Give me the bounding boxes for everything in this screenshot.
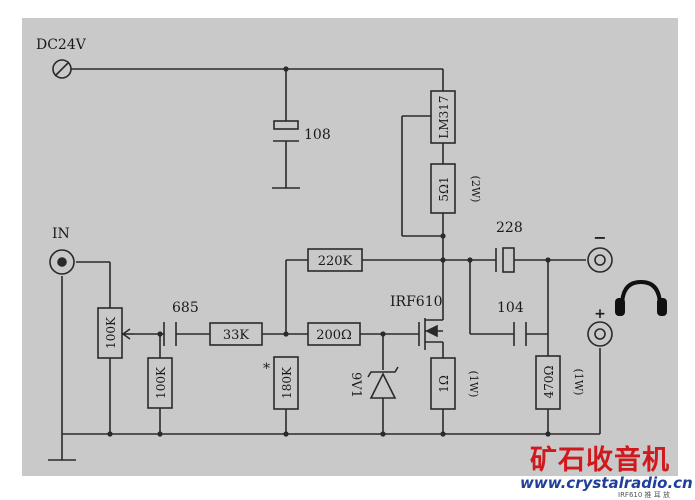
cap-104-label: 104 — [497, 300, 524, 316]
minus-label: − — [593, 228, 606, 247]
headphones-icon — [615, 279, 667, 316]
r-220k-label: 220K — [318, 254, 353, 269]
dc24v-terminal — [52, 59, 72, 79]
capacitor-104 — [513, 322, 527, 346]
resistor-100k: 100K — [147, 357, 173, 409]
resistor-5r1: 5Ω1 — [430, 163, 456, 214]
watermark-url: www.crystalradio.cn — [520, 474, 693, 492]
irf610-mosfet — [418, 318, 443, 350]
input-jack — [49, 249, 75, 275]
lm317-regulator: LM317 — [430, 90, 456, 144]
resistor-220k: 220K — [307, 248, 363, 272]
r-33k-label: 33K — [223, 328, 250, 343]
r-1r-power: (1W) — [467, 371, 480, 398]
paper-background — [22, 18, 678, 476]
output-minus-jack — [587, 247, 613, 273]
resistor-470: 470Ω — [535, 355, 561, 410]
watermark-caption: IRF610 推 耳 放 — [618, 491, 670, 499]
r-470-power: (1W) — [572, 369, 585, 396]
r-180k-label: 180K — [280, 366, 294, 399]
potentiometer-100k: 100K — [97, 307, 134, 359]
r-180k-mark: * — [263, 361, 270, 377]
r-5r1-label: 5Ω1 — [437, 176, 451, 201]
capacitor-685 — [163, 322, 177, 346]
resistor-33k: 33K — [209, 322, 263, 346]
output-plus-jack — [587, 321, 613, 347]
resistor-200: 200Ω — [307, 322, 361, 346]
mosfet-label: IRF610 — [390, 294, 443, 310]
r-470-label: 470Ω — [542, 366, 556, 399]
r-1r-label: 1Ω — [437, 375, 451, 393]
r-5r1-power: (2W) — [469, 176, 482, 203]
plus-label: + — [594, 306, 606, 322]
r-200-label: 200Ω — [316, 328, 352, 343]
pot-100k-label: 100K — [104, 316, 118, 349]
cap-685-label: 685 — [172, 300, 199, 316]
capacitor-108 — [273, 120, 299, 142]
lm317-label: LM317 — [437, 95, 451, 138]
watermark-title: 矿石收音机 — [530, 445, 670, 476]
cap-228-label: 228 — [496, 220, 523, 236]
r-100k-label: 100K — [154, 366, 168, 399]
supply-label: DC24V — [36, 37, 87, 53]
capacitor-228 — [495, 247, 515, 273]
resistor-1r: 1Ω — [430, 357, 456, 410]
zener-diode — [367, 366, 399, 399]
zener-label: 9V1 — [348, 372, 363, 398]
resistor-180k: 180K — [273, 356, 299, 410]
input-label: IN — [52, 226, 70, 242]
cap-108-label: 108 — [304, 127, 331, 143]
junctions — [107, 66, 551, 437]
